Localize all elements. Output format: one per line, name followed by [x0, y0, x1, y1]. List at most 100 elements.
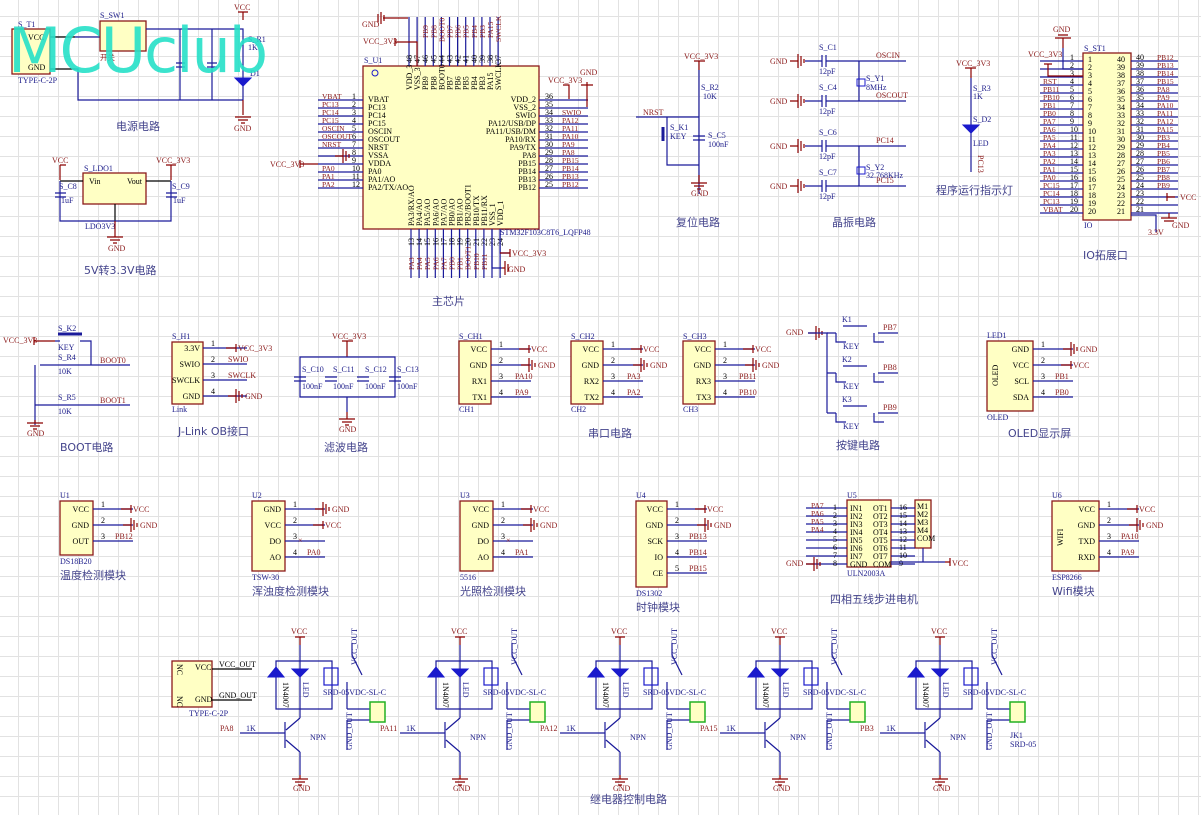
filter-vcc-label: VCC_3V3	[332, 332, 366, 341]
mcu-pin-name: PA8	[523, 151, 537, 160]
uart-module[interactable]	[682, 340, 716, 405]
uart-pin-name: VCC	[471, 345, 487, 354]
relay-vcc-out: VCC_OUT	[219, 660, 256, 669]
uart-pin-number: 4	[723, 388, 727, 397]
uart-module[interactable]	[458, 340, 492, 405]
mcu-net-label: PB13	[562, 172, 579, 181]
filter-cap-value: 100nF	[302, 382, 323, 391]
mcu-pin-number: 43	[446, 55, 455, 63]
mcu-net-label: OSCIN	[322, 124, 345, 133]
crystal-cap-value: 12pF	[819, 67, 836, 76]
ldo-part: LDO3V3	[85, 222, 115, 231]
mcu-pin-name: OSCIN	[368, 127, 392, 136]
io-header[interactable]	[1082, 52, 1132, 221]
module-pin-number: 1	[1041, 340, 1045, 349]
filter-cap-ref: S_C10	[302, 365, 324, 374]
relay-terminal-icon	[529, 701, 546, 723]
uart-net: PA2	[627, 388, 641, 397]
relay-transistor: NPN	[790, 733, 806, 742]
mcu-right-vcc: VCC_3V3	[548, 76, 582, 85]
mcu-net-label: PA9	[562, 140, 575, 149]
io-pin-inner-number: 32	[1117, 119, 1125, 128]
io-left-net: PB0	[1043, 109, 1056, 118]
mcu-pin-name: VBAT	[368, 95, 389, 104]
mcu-pin-name: PA15	[486, 73, 495, 91]
relay-conn-nc1: NC	[175, 664, 184, 675]
relay-power-connector[interactable]	[171, 660, 213, 708]
io-pin-inner-number: 3	[1088, 71, 1092, 80]
wifi-module[interactable]	[1051, 500, 1100, 572]
mcu-pin-number: 28	[545, 156, 553, 165]
mcu-net-label: PB15	[562, 156, 579, 165]
io-pin-inner-number: 19	[1088, 199, 1096, 208]
mcu-pin-name: VDDA	[368, 159, 391, 168]
gnd-icon	[790, 139, 805, 153]
temp-module[interactable]	[59, 500, 94, 556]
relay-diode: 1N4007	[601, 682, 610, 708]
mcu-net-label: PB0	[448, 257, 457, 270]
stepper-pin-name: IN3	[850, 520, 862, 529]
light-module[interactable]	[459, 500, 494, 572]
key-net: PB8	[883, 363, 897, 372]
reset-cap-ref: S_C5	[708, 131, 726, 140]
turbidity-caption: 浑浊度检测模块	[252, 584, 329, 598]
module-net: PB15	[689, 564, 707, 573]
ldo-regulator[interactable]	[82, 172, 147, 205]
jlink-header[interactable]	[171, 341, 204, 405]
relay-conn-type: TYPE-C-2P	[189, 709, 229, 718]
crystal-y2-value: 32.768KHz	[866, 171, 904, 180]
io-ref: S_ST1	[1084, 44, 1106, 53]
turbidity-module[interactable]	[251, 500, 286, 572]
mcu-pin-number: 48	[405, 55, 414, 63]
uart-ref: S_CH1	[459, 332, 483, 341]
type-c-connector[interactable]	[11, 28, 51, 75]
relay-conn-vcc: VCC	[195, 663, 211, 672]
mcu-pin-number: 2	[352, 100, 356, 109]
reset-gnd-label: GND	[691, 189, 709, 198]
io-vcc3v3: VCC_3V3	[1028, 50, 1062, 59]
io-pin-number: 31	[1136, 125, 1144, 134]
io-pin-number: 30	[1136, 133, 1144, 142]
mcu-pin-number: 20	[464, 238, 473, 246]
io-pin-inner-number: 12	[1088, 143, 1096, 152]
module-pin-number: 4	[675, 548, 679, 557]
gnd-icon	[790, 179, 805, 193]
stepper-pin-name: OT4	[873, 528, 888, 537]
mcu-net-label: PB11	[480, 253, 489, 270]
clock-ref: U4	[636, 491, 646, 500]
stepper-caption: 四相五线步进电机	[830, 592, 918, 606]
module-net: PA1	[515, 548, 529, 557]
io-pin-inner-number: 39	[1117, 63, 1125, 72]
uart-caption: 串口电路	[588, 427, 632, 440]
mcu-pin-number: 8	[352, 148, 356, 157]
io-right-net: PA12	[1157, 117, 1174, 126]
oled-module[interactable]	[986, 340, 1034, 412]
wifi-part: ESP8266	[1052, 573, 1082, 582]
uln2003-driver[interactable]	[846, 499, 892, 568]
stepper-net: PA7	[811, 501, 824, 510]
boot-key-ref: S_K2	[58, 324, 76, 333]
relay-transistor: NPN	[310, 733, 326, 742]
relay-part: SRD-05VDC-SL-C	[643, 688, 706, 697]
relay-conn-nc2: NC	[175, 696, 184, 707]
module-pin-name: GND	[1078, 521, 1096, 530]
mcu-top-gnd: GND	[362, 20, 380, 29]
power-switch[interactable]	[99, 20, 147, 52]
vcc-icon	[226, 344, 237, 352]
vcc-icon	[455, 636, 465, 645]
uart-module[interactable]	[570, 340, 604, 405]
io-pin-inner-number: 24	[1117, 183, 1125, 192]
io-pin-number: 15	[1070, 165, 1078, 174]
mcu-net-label: PC14	[322, 108, 339, 117]
stepper-pin-name: IN4	[850, 528, 862, 537]
connector-type: TYPE-C-2P	[18, 76, 58, 85]
mcu-pin-number: 27	[545, 164, 553, 173]
ldo-gnd-label: GND	[108, 244, 126, 253]
mcu-pin-number: 42	[454, 55, 463, 63]
stepper-gnd-label: GND	[786, 559, 804, 568]
clock-module[interactable]	[635, 500, 668, 588]
relay-part: SRD-05VDC-SL-C	[803, 688, 866, 697]
mcu-pin-name: PA0	[368, 167, 382, 176]
module-pin-name: GND	[646, 521, 664, 530]
key-label: KEY	[843, 422, 860, 431]
